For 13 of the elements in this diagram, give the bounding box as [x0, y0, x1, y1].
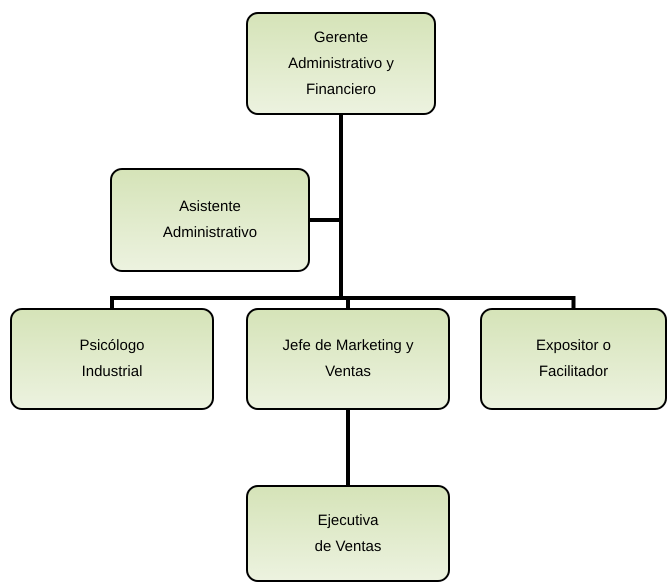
position-title: Jefe de Marketing y Ventas: [282, 336, 414, 382]
position-box: [480, 308, 667, 410]
position-box: [246, 485, 450, 582]
position-title: Gerente Administrativo y Financiero: [287, 28, 395, 100]
connector-line: [346, 410, 350, 485]
position-title: Ejecutiva de Ventas: [314, 510, 382, 556]
position-box: [10, 308, 214, 410]
position-box: [246, 308, 450, 410]
position-box: [246, 12, 436, 115]
position-title: Psicólogo Industrial: [78, 336, 146, 382]
position-title: Asistente Administrativo: [162, 197, 258, 243]
position-box: [110, 168, 310, 272]
position-title: Expositor o Facilitador: [534, 336, 612, 382]
